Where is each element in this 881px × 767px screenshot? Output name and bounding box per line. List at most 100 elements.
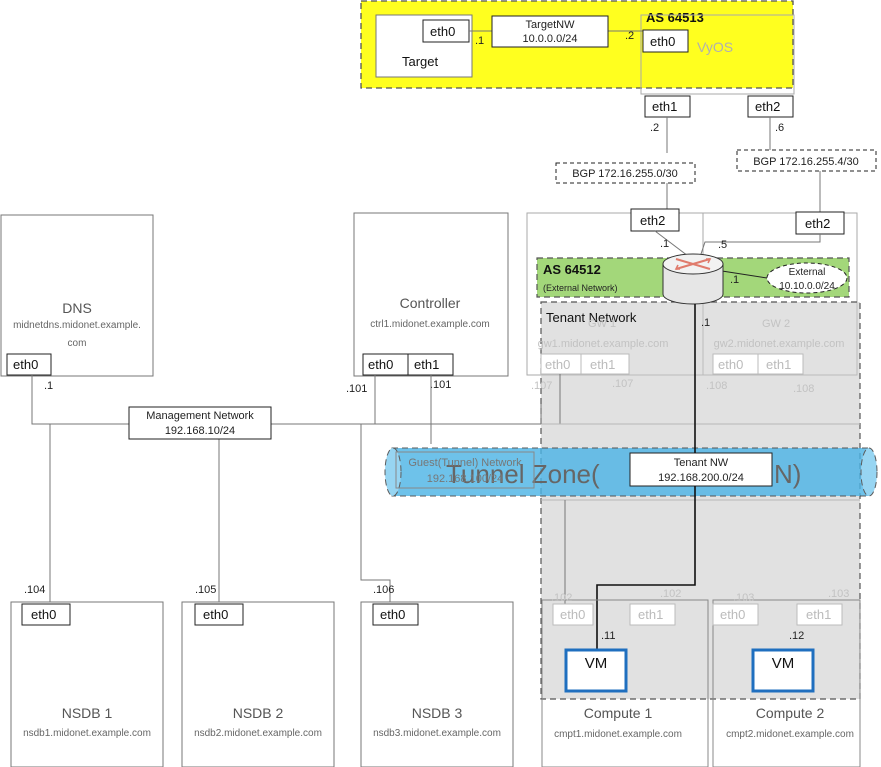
gw2-title: GW 2 <box>762 318 790 330</box>
compute1-eth0 <box>552 603 594 626</box>
nsdb2-eth0 <box>194 603 244 626</box>
dns-mgmt-link <box>31 375 541 425</box>
target-nw-cidr: 10.0.0.0/24 <box>522 33 577 45</box>
nsdb3-title: NSDB 3 <box>412 705 463 721</box>
external-network-name: External <box>789 267 826 278</box>
target-label: Target <box>402 54 439 69</box>
vyos-eth1-label: eth1 <box>652 99 677 114</box>
midonet-router-icon <box>662 253 724 305</box>
nsdb2-eth0-label: eth0 <box>203 607 228 622</box>
compute2-host-name: cmpt2.midonet.example.com <box>726 729 854 740</box>
external-network-cloud <box>766 262 848 294</box>
target-addr: .1 <box>475 35 484 47</box>
controller-host-name: ctrl1.midonet.example.com <box>370 319 490 330</box>
dns-host-line2: com <box>68 338 87 349</box>
gw1-title: GW 1 <box>588 318 616 330</box>
gw2-eth1 <box>757 353 804 375</box>
compute2-eth0-addr: .103 <box>733 592 754 604</box>
nsdb3-host: nsdb3.midonet.example.com <box>373 728 501 739</box>
vm1-addr: .11 <box>601 630 615 642</box>
nsdb2-addr: .105 <box>195 584 216 596</box>
nsdb3-eth0 <box>372 603 419 626</box>
gw1-eth1-addr: .107 <box>612 378 633 390</box>
gw1-eth0-addr: .107 <box>531 380 552 392</box>
gw2-eth1-addr: .108 <box>793 383 814 395</box>
controller-title: Controller <box>400 295 461 311</box>
guest-network <box>395 451 535 489</box>
compute1-title: Compute 1 <box>584 705 653 721</box>
compute2-eth1-addr: .103 <box>828 588 849 600</box>
vyos-eth0 <box>642 29 689 53</box>
controller-eth1-label: eth1 <box>414 357 439 372</box>
compute2-eth1 <box>796 603 843 626</box>
tenant-nw-cidr: 192.168.200.0/24 <box>658 472 744 484</box>
gw2-eth0-label: eth0 <box>718 357 743 372</box>
router-left-addr: .1 <box>660 238 669 250</box>
nsdb1-eth0-label: eth0 <box>31 607 56 622</box>
controller-eth1-addr: .101 <box>430 379 451 391</box>
vyos-router-box <box>640 14 795 95</box>
nsdb3-mgmt-link <box>360 424 391 604</box>
compute1-eth1-addr: .102 <box>660 588 681 600</box>
nsdb1-host: nsdb1.midonet.example.com <box>23 728 151 739</box>
vm2-label: VM <box>772 655 795 672</box>
compute1-eth1-label: eth1 <box>638 607 663 622</box>
management-network-cidr: 192.168.10/24 <box>165 425 235 437</box>
nsdb2-host: nsdb2.midonet.example.com <box>194 728 322 739</box>
compute1-host-name: cmpt1.midonet.example.com <box>554 729 682 740</box>
gw1-eth1-label: eth1 <box>590 357 615 372</box>
target-nw-name: TargetNW <box>526 19 576 31</box>
dns-host <box>0 214 154 377</box>
tenant-nw <box>629 452 773 487</box>
management-network-name: Management Network <box>146 410 254 422</box>
bgp-right-label: BGP 172.16.255.4/30 <box>753 156 859 168</box>
nsdb1-eth0 <box>21 603 71 626</box>
vyos-eth0-addr: .2 <box>625 30 634 42</box>
target-as-label: AS 64513 <box>646 10 704 25</box>
vm2-addr: .12 <box>789 630 804 642</box>
compute2-eth0-label: eth0 <box>720 607 745 622</box>
nsdb3-eth0-label: eth0 <box>380 607 405 622</box>
vm1-label: VM <box>585 655 608 672</box>
gw2-eth0-addr: .108 <box>706 380 727 392</box>
nsdb1-title: NSDB 1 <box>62 705 113 721</box>
tenant-nw-to-vms <box>596 486 696 650</box>
bgp-left-box <box>555 162 696 184</box>
tenant-nw-name: Tenant NW <box>674 457 729 469</box>
tunnel-zone-label-tail: N) <box>774 459 801 489</box>
nsdb-2: eth0 NSDB 2 nsdb2.midonet.example.com <box>181 601 335 767</box>
tenant-uplink-addr: .1 <box>701 317 710 329</box>
dns-addr: .1 <box>44 380 53 392</box>
vm1 <box>564 648 628 693</box>
router-eth2-right-label: eth2 <box>805 216 830 231</box>
compute1-eth1 <box>629 603 676 626</box>
router-link-right <box>699 234 821 258</box>
tunnel-zone-label: Tunnel Zone( <box>446 459 600 489</box>
nsdb-1: eth0 NSDB 1 nsdb1.midonet.example.com <box>10 601 164 767</box>
compute2-eth0 <box>712 603 759 626</box>
bgp-left-label: BGP 172.16.255.0/30 <box>572 168 678 180</box>
tenant-network-title: Tenant Network <box>546 310 637 325</box>
gw2-host: gw2.midonet.example.com <box>714 338 845 350</box>
midonet-as-sublabel: (External Network) <box>543 283 618 293</box>
vyos-eth1-addr: .2 <box>650 122 659 134</box>
vm2 <box>751 648 815 693</box>
bgp-right-box <box>736 149 877 172</box>
router-eth2-left-label: eth2 <box>640 213 665 228</box>
vyos-eth2-label: eth2 <box>755 99 780 114</box>
router-right-addr: .5 <box>718 239 727 251</box>
external-addr: .1 <box>730 274 739 286</box>
gw1-eth1 <box>580 353 630 375</box>
compute1-host <box>541 599 709 767</box>
nsdb-3: eth0 NSDB 3 nsdb3.midonet.example.com <box>360 601 514 767</box>
compute1-eth0-addr: .102 <box>551 592 572 604</box>
vyos-label: VyOS <box>697 39 733 55</box>
vyos-eth2-addr: .6 <box>775 122 784 134</box>
management-network <box>128 406 272 440</box>
compute1-eth0-label: eth0 <box>560 607 585 622</box>
controller-host <box>353 212 509 377</box>
controller-eth0-label: eth0 <box>368 357 393 372</box>
compute2-title: Compute 2 <box>756 705 825 721</box>
controller-eth0-addr: .101 <box>346 383 367 395</box>
